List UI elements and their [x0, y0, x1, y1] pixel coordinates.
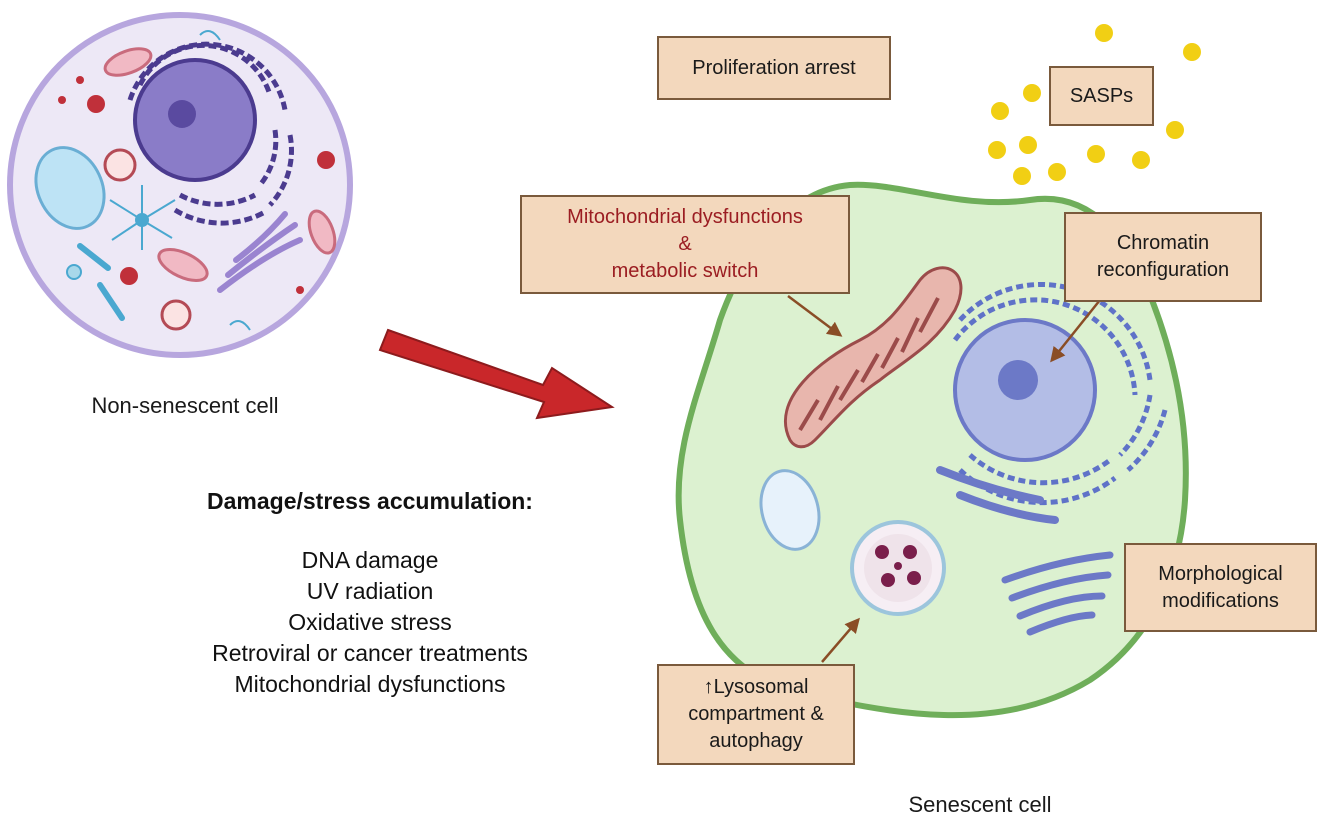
- non-senescent-cell: [7, 12, 353, 358]
- endoplasmic-reticulum-normal: [127, 41, 294, 226]
- lysosomes-normal: [103, 148, 192, 331]
- morph-label-line2: modifications: [1162, 589, 1279, 612]
- vacuole-senescent: [759, 469, 821, 551]
- chromatin-label-line2: reconfiguration: [1096, 259, 1230, 281]
- lyso-label-line1: ↑Lysosomal: [703, 676, 809, 698]
- transition-arrow: [378, 328, 615, 420]
- stress-section: Damage/stress accumulation: DNA damage U…: [130, 488, 610, 700]
- golgi-normal: [217, 211, 303, 293]
- stress-item: DNA damage: [301, 547, 439, 573]
- mitochondrion-senescent: [783, 266, 963, 449]
- chromatin-label-line1: Chromatin: [1116, 232, 1210, 254]
- chromatin-pointer-arrow: [1050, 299, 1101, 363]
- lysosomal-box: ↑Lysosomal compartment & autophagy: [657, 664, 855, 765]
- lyso-label-line3: autophagy: [709, 730, 803, 752]
- pointer-arrows: [787, 295, 1101, 663]
- mito-label-line1: Mitochondrial dysfunctions: [567, 206, 803, 228]
- sasps-label: SASPs: [1069, 84, 1134, 107]
- mito-label-line2: &: [678, 233, 692, 255]
- senescent-cell: [675, 181, 1189, 719]
- proliferation-arrest-label: Proliferation arrest: [692, 56, 856, 79]
- golgi-senescent: [1001, 551, 1114, 636]
- proliferation-arrest-box: Proliferation arrest: [657, 36, 891, 100]
- non-senescent-caption: Non-senescent cell: [91, 393, 279, 418]
- lysosome-senescent: [850, 520, 946, 616]
- stress-item: UV radiation: [306, 578, 434, 604]
- sasps-box: SASPs: [1049, 66, 1154, 126]
- mitochondrial-box: Mitochondrial dysfunctions & metabolic s…: [520, 195, 850, 294]
- stress-heading: Damage/stress accumulation:: [207, 488, 533, 514]
- stress-item: Mitochondrial dysfunctions: [234, 671, 506, 697]
- sasp-dots: [988, 24, 1201, 185]
- vacuole-normal: [34, 146, 106, 230]
- morphological-box: Morphological modifications: [1124, 543, 1317, 632]
- centrosome-normal: [109, 185, 176, 250]
- stress-item: Oxidative stress: [288, 609, 452, 635]
- chromatin-box: Chromatin reconfiguration: [1064, 212, 1262, 302]
- mito-label-line3: metabolic switch: [611, 260, 759, 282]
- senescent-caption: Senescent cell: [908, 792, 1052, 817]
- stress-list: DNA damage UV radiation Oxidative stress…: [130, 545, 610, 700]
- nucleus-normal: [133, 58, 257, 182]
- lyso-label-line2: compartment &: [688, 703, 824, 725]
- mito-pointer-arrow: [787, 295, 843, 337]
- stress-item: Retroviral or cancer treatments: [212, 640, 528, 666]
- mitochondria-normal: [103, 47, 337, 282]
- morph-label-line1: Morphological: [1158, 562, 1283, 585]
- lyso-pointer-arrow: [821, 617, 860, 663]
